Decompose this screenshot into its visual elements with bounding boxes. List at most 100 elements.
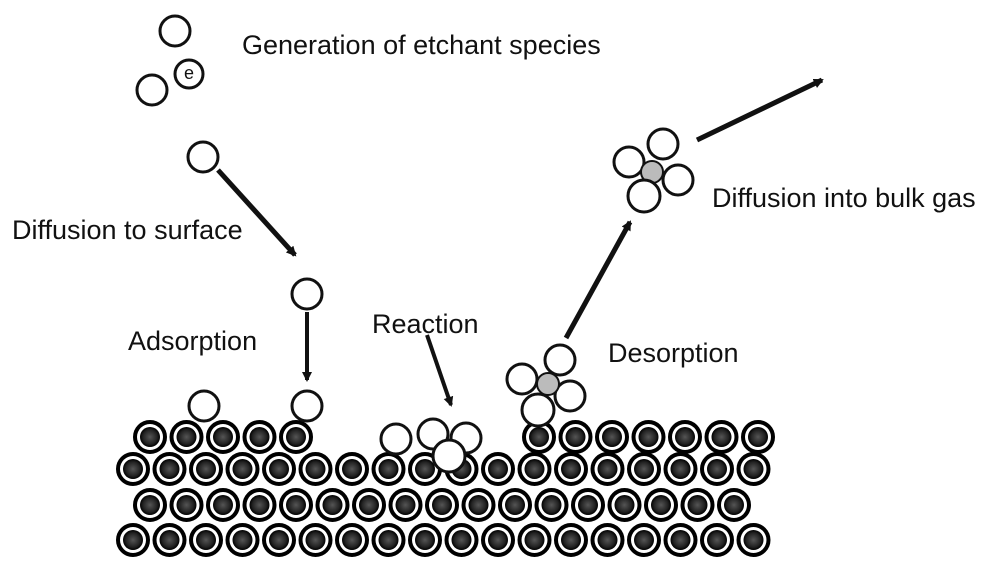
substrate-atom-core bbox=[415, 530, 435, 550]
substrate-atom-core bbox=[379, 530, 399, 550]
substrate-atom-core bbox=[196, 530, 216, 550]
arrow-reaction bbox=[427, 335, 451, 405]
substrate-atom bbox=[243, 421, 276, 454]
substrate-atom bbox=[353, 489, 386, 522]
etchant-atom bbox=[292, 279, 322, 309]
substrate-atom bbox=[645, 489, 678, 522]
substrate-atom bbox=[243, 489, 276, 522]
substrate-atom bbox=[681, 489, 714, 522]
substrate-atom bbox=[263, 453, 296, 486]
substrate-atom-core bbox=[744, 530, 764, 550]
substrate-atom bbox=[299, 524, 332, 557]
substrate-atom-core bbox=[707, 459, 727, 479]
substrate-atom-core bbox=[525, 530, 545, 550]
substrate-atom bbox=[336, 453, 369, 486]
substrate-atom-core bbox=[566, 427, 586, 447]
substrate-atom-core bbox=[342, 530, 362, 550]
arrow-diffusion-into-bulk bbox=[697, 80, 822, 140]
substrate-atom-core bbox=[525, 459, 545, 479]
etchant-atom bbox=[137, 75, 167, 105]
substrate-atom bbox=[117, 453, 150, 486]
substrate-atom-core bbox=[615, 495, 635, 515]
substrate-atom bbox=[263, 524, 296, 557]
substrate-atom bbox=[445, 524, 478, 557]
product-atom bbox=[545, 345, 575, 375]
adsorbed-atom bbox=[189, 391, 219, 421]
substrate-atom-core bbox=[712, 427, 732, 447]
substrate-atom bbox=[170, 489, 203, 522]
substrate-atom-core bbox=[488, 459, 508, 479]
substrate-atom bbox=[669, 421, 702, 454]
substrate-atom-core bbox=[306, 459, 326, 479]
substrate-atom-core bbox=[748, 427, 768, 447]
substrate-atom bbox=[705, 421, 738, 454]
substrate-atom bbox=[226, 453, 259, 486]
substrate-atom-core bbox=[140, 427, 160, 447]
substrate-atom bbox=[426, 489, 459, 522]
label-reaction: Reaction bbox=[372, 309, 479, 340]
substrate-atom-core bbox=[561, 530, 581, 550]
substrate-atom bbox=[555, 453, 588, 486]
label-diffusion-into-bulk: Diffusion into bulk gas bbox=[712, 183, 976, 214]
substrate-atom bbox=[628, 524, 661, 557]
substrate-atom bbox=[742, 421, 775, 454]
product-atom bbox=[628, 180, 660, 212]
product-atom bbox=[663, 165, 693, 195]
substrate-atom-core bbox=[561, 459, 581, 479]
substrate-atom bbox=[190, 453, 223, 486]
substrate-atom bbox=[134, 421, 167, 454]
substrate-atom-core bbox=[396, 495, 416, 515]
substrate-atom bbox=[664, 453, 697, 486]
substrate-atom-core bbox=[233, 530, 253, 550]
substrate-atom bbox=[591, 453, 624, 486]
substrate-atom-core bbox=[123, 530, 143, 550]
substrate-atom-core bbox=[233, 459, 253, 479]
substrate-atom bbox=[190, 524, 223, 557]
product-atom bbox=[648, 129, 678, 159]
substrate-atom-core bbox=[286, 427, 306, 447]
substrate-atom-core bbox=[269, 530, 289, 550]
substrate-atom-core bbox=[598, 530, 618, 550]
substrate-atom-core bbox=[505, 495, 525, 515]
substrate-atom bbox=[462, 489, 495, 522]
substrate-atom-core bbox=[452, 530, 472, 550]
substrate-atom-core bbox=[140, 495, 160, 515]
substrate-atom-core bbox=[269, 459, 289, 479]
substrate-atom bbox=[372, 524, 405, 557]
substrate-atom-core bbox=[306, 530, 326, 550]
product-atom bbox=[522, 394, 554, 426]
substrate-atom bbox=[518, 453, 551, 486]
electron-symbol: e bbox=[184, 63, 194, 83]
substrate-atom-core bbox=[160, 530, 180, 550]
substrate-atom-core bbox=[250, 495, 270, 515]
substrate-atom-core bbox=[342, 459, 362, 479]
substrate-atom-core bbox=[744, 459, 764, 479]
substrate-atom-core bbox=[323, 495, 343, 515]
substrate-atom-core bbox=[196, 459, 216, 479]
substrate-atom-core bbox=[707, 530, 727, 550]
substrate-atom bbox=[316, 489, 349, 522]
etchant-atom bbox=[188, 142, 218, 172]
substrate-atom bbox=[499, 489, 532, 522]
substrate-atom-core bbox=[379, 459, 399, 479]
substrate-atom-core bbox=[213, 427, 233, 447]
substrate-atom bbox=[701, 524, 734, 557]
substrate-atom-core bbox=[724, 495, 744, 515]
substrate-atom-core bbox=[432, 495, 452, 515]
substrate-atom-core bbox=[602, 427, 622, 447]
substrate-atom bbox=[559, 421, 592, 454]
substrate-atom-core bbox=[160, 459, 180, 479]
substrate-atom bbox=[608, 489, 641, 522]
substrate-atom bbox=[628, 453, 661, 486]
adsorbed-atom bbox=[381, 424, 411, 454]
substrate-atom-core bbox=[675, 427, 695, 447]
substrate-atom-core bbox=[123, 459, 143, 479]
label-desorption: Desorption bbox=[608, 338, 739, 369]
product-core bbox=[537, 373, 559, 395]
substrate-atom bbox=[170, 421, 203, 454]
substrate-atom-core bbox=[286, 495, 306, 515]
substrate-atom-core bbox=[542, 495, 562, 515]
substrate-atom-core bbox=[671, 530, 691, 550]
label-generation: Generation of etchant species bbox=[242, 30, 601, 61]
